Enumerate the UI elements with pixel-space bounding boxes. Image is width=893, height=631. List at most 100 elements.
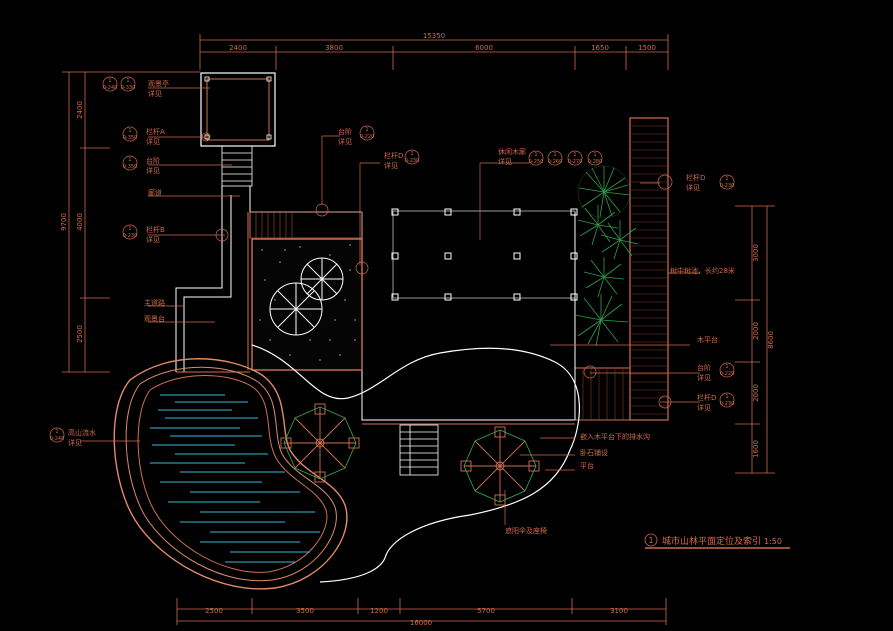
dim-top-seg-4: 1650 [591,44,609,52]
tree-1 [577,165,631,219]
label-pavilion: 观景亭 [148,79,169,88]
ref-pergola-3-sheet: 0-270 [568,159,583,165]
garden-room [251,238,363,371]
dim-top-seg-1: 2400 [229,44,247,52]
dim-right-seg-1: 3000 [752,244,760,262]
drawing-title-block: 1 城市山林平面定位及索引 1:50 [644,533,790,549]
ref-pergola-1-sheet: 0-250 [529,159,544,165]
dim-top-seg-3: 6000 [475,44,493,52]
pond [113,358,348,590]
label-railing-a-detail: 详见 [146,137,160,146]
label-railing-d-right: 栏杆D [686,173,705,182]
ref-railing-d-top-sheet: 0-230 [405,158,420,164]
label-railing-d-bottom: 栏杆D [697,393,716,402]
ref-steps-top: 1 [365,127,368,133]
dim-bottom-seg-2: 3500 [296,607,314,615]
ref-railing-d-bottom-sheet: 0-230 [720,401,735,407]
pavilion [200,72,276,147]
corridor-edges [176,212,251,373]
label-steps-left-detail: 详见 [146,166,160,175]
label-steps-top-detail: 详见 [338,137,352,146]
left-dimensions [62,71,200,373]
label-stream-detail: 详见 [68,438,82,447]
ref-pergola-4-sheet: 0-280 [588,159,603,165]
pavilion-steps [221,145,253,187]
ref-pavilion-2-sheet: 0-330 [121,85,136,91]
ref-steps-top-sheet: 0-220 [360,134,375,140]
tree-2 [577,205,619,246]
label-railing-d-right-detail: 详见 [686,183,700,192]
dim-left-seg-3: 2500 [76,325,84,343]
dim-top-total: 15350 [423,32,445,40]
dim-top-seg-2: 3800 [325,44,343,52]
right-dimensions [735,205,775,474]
curved-path [251,344,581,583]
label-stream: 高山流水 [68,428,96,437]
label-pavilion-detail: 详见 [148,89,162,98]
label-railing-d-bottom-detail: 详见 [697,403,711,412]
dim-bottom-seg-4: 5700 [477,607,495,615]
ref-railing-d-bottom: 1 [725,394,728,400]
label-railing-b: 栏杆B [146,225,165,234]
ref-steps-right-sheet: 0-220 [720,371,735,377]
dim-left-seg-2: 4000 [76,213,84,231]
umbrella-table-1 [280,403,360,483]
trees [574,165,639,347]
label-railing-a: 栏杆A [146,127,165,136]
dim-bottom-seg-1: 2500 [205,607,223,615]
dim-right-total: 8600 [767,331,775,349]
label-platform: 平台 [580,461,594,470]
deck-steps [399,424,439,476]
drawing-scale: 1:50 [764,537,782,546]
tree-4 [583,257,625,298]
label-steps-right-detail: 详见 [697,373,711,382]
ref-stream: 1 [55,429,58,435]
label-deck-drain: 嵌入木平台下的排水沟 [580,432,650,441]
walkway-hatch [249,211,363,239]
ref-stream-sheet: 0-240 [50,436,65,442]
ref-railing-b-sheet: 0-230 [123,233,138,239]
leader-lines [80,87,700,525]
top-dimensions [199,34,669,70]
dim-top-seg-5: 1500 [638,44,656,52]
tree-3 [600,220,639,260]
tree-5 [574,294,629,347]
title-number: 1 [648,536,653,545]
ref-railing-b: 1 [128,226,131,232]
ref-pergola-2: 1 [553,152,556,158]
label-pergola: 休闲木廊 [498,147,526,156]
label-corridor: 廊道 [148,188,162,197]
label-steps-left: 台阶 [146,156,160,165]
label-steps-top: 台阶 [338,127,352,136]
drawing-title: 城市山林平面定位及索引 [662,535,761,547]
pergola [391,208,578,301]
dim-right-seg-3: 2000 [752,384,760,402]
dim-bottom-seg-3: 1200 [370,607,388,615]
ref-pavilion-2: 1 [126,78,129,84]
ref-pergola-2-sheet: 0-260 [548,159,563,165]
ref-railing-d-right: 1 [725,176,728,182]
ref-pavilion-1: 1 [108,78,111,84]
label-pergola-detail: 详见 [498,157,512,166]
label-umbrella: 遮阳伞及座椅 [505,526,547,535]
label-stone-slab: 卧石铺设 [580,448,608,457]
label-viewing-platform: 观景台 [144,314,165,323]
label-trees: 树中树池，长约28米 [670,266,735,275]
wood-deck-strip [574,117,669,421]
ref-steps-left-sheet: 0-350 [123,164,138,170]
ref-circles [49,76,735,443]
ref-pavilion-1-sheet: 0-240 [103,85,118,91]
label-main-path: 主道路 [144,298,165,307]
ref-pergola-1: 1 [534,152,537,158]
dim-left-seg-1: 2400 [76,101,84,119]
bottom-dimensions [176,598,667,625]
table-umbrella-2 [269,282,323,336]
ref-pergola-4: 1 [593,152,596,158]
dim-bottom-seg-5: 3100 [610,607,628,615]
label-railing-d-top: 栏杆D [384,151,403,160]
dim-left-total: 9700 [60,213,68,231]
dim-right-seg-2: 2000 [752,322,760,340]
label-railing-d-top-detail: 详见 [384,161,398,170]
